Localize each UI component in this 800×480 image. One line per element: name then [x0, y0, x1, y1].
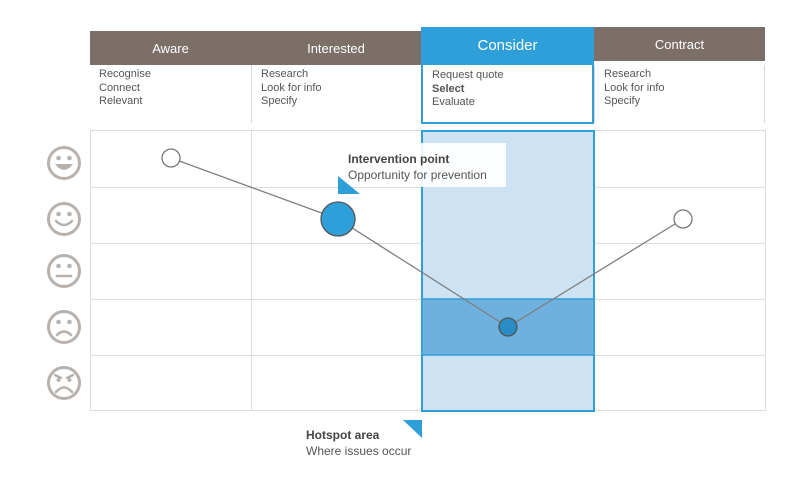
stage-item-selected: Select — [432, 82, 465, 95]
journey-point-aware — [161, 148, 181, 168]
stage-header-contract: Contract — [594, 27, 765, 61]
stage-items-consider: Request quote Select Evaluate — [421, 63, 594, 124]
journey-point-contract — [673, 209, 693, 229]
stage-item: Recognise — [99, 68, 151, 80]
intervention-title: Intervention point — [348, 152, 450, 166]
neutral-face-icon — [47, 254, 81, 288]
stage-item: Request quote — [432, 69, 504, 81]
very-sad-face-icon — [47, 366, 81, 400]
very-happy-face-icon — [47, 146, 81, 180]
hotspot-title: Hotspot area — [306, 428, 380, 442]
hotspot-subtitle: Where issues occur — [306, 444, 412, 458]
stage-item: Research — [604, 68, 652, 80]
stage-item: Relevant — [99, 95, 143, 107]
sad-face-icon — [47, 310, 81, 344]
stage-header-interested: Interested — [251, 31, 421, 65]
stage-item: Connect — [99, 81, 140, 94]
stage-item: Specify — [261, 95, 298, 107]
stage-items-aware: Recognise Connect Relevant — [90, 65, 251, 123]
stage-item: Evaluate — [432, 96, 475, 108]
stage-header-aware: Aware — [90, 31, 251, 65]
stage-item: Look for info — [261, 81, 322, 94]
stage-header-consider: Consider — [421, 27, 594, 63]
journey-point-consider — [498, 317, 518, 337]
stage-item: Research — [261, 68, 309, 80]
intervention-label-bg — [340, 143, 506, 187]
stage-items-contract: Research Look for info Specify — [594, 65, 765, 123]
grid-column-divider — [251, 130, 252, 411]
stage-item: Specify — [604, 95, 641, 107]
journey-point-interested — [320, 201, 356, 237]
hotspot-pointer — [403, 420, 422, 438]
stage-items-interested: Research Look for info Specify — [251, 65, 421, 123]
intervention-pointer — [338, 176, 360, 194]
journey-line — [170, 157, 684, 328]
happy-face-icon — [47, 202, 81, 236]
stage-item: Look for info — [604, 81, 665, 94]
intervention-subtitle: Opportunity for prevention — [348, 168, 487, 182]
